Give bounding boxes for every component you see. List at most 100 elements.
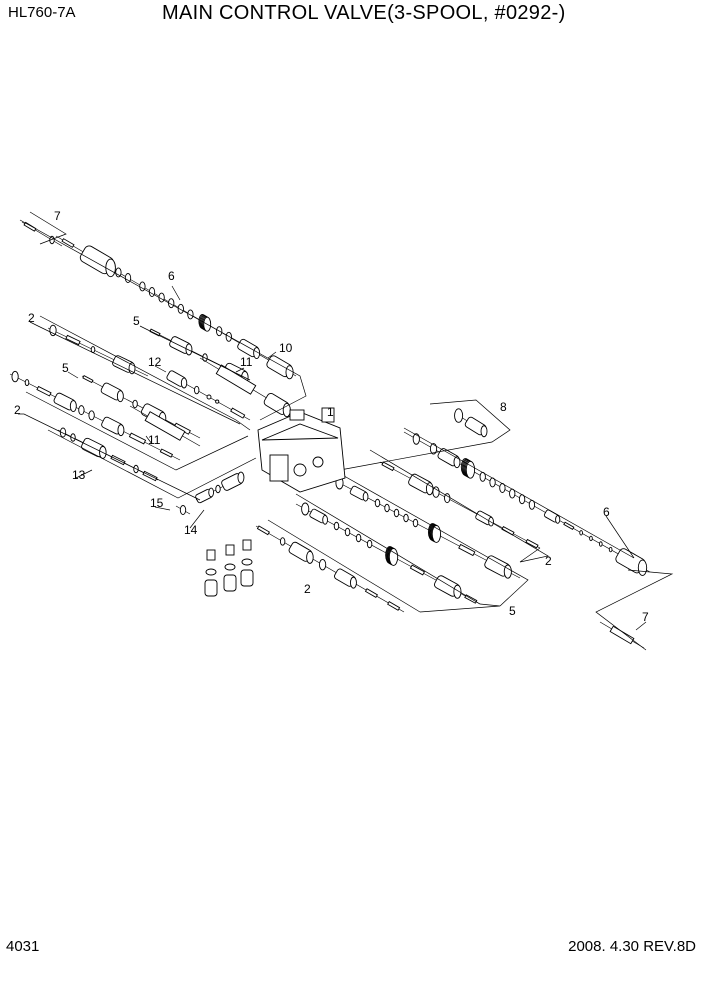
item5-right-upper-cylinder-end: [362, 491, 369, 502]
leader-line: [235, 367, 245, 373]
item5-right-lower-cylinder-end: [322, 514, 328, 525]
fitting-o-ring: [241, 558, 253, 566]
item5-right-lower-spring-coil: [388, 548, 399, 566]
item6-right-cylinder-end: [555, 515, 561, 524]
callout-12: 12: [148, 355, 162, 369]
item6-top-pin: [61, 238, 75, 248]
leader-line: [25, 391, 249, 471]
item6-top-cylinder-end: [285, 365, 294, 380]
item5-middle-pin: [82, 375, 94, 384]
fitting-o-ring: [224, 563, 236, 571]
callout-2-lower: 2: [304, 582, 311, 596]
item8-cylinder-end: [480, 425, 488, 438]
item5-right-lower-o-ring: [355, 533, 362, 543]
item2-lower-o-ring: [319, 559, 327, 571]
item2-right-pin: [381, 461, 395, 472]
callout-14: 14: [184, 523, 198, 537]
item6-top-o-ring: [177, 303, 184, 314]
item13-o-ring: [70, 433, 76, 442]
item6-top-cylinder-end: [253, 347, 261, 359]
item2-right-pin: [501, 526, 515, 536]
item5-right-upper-cylinder-end: [503, 564, 512, 579]
fitting-bolt: [225, 544, 235, 556]
leader-line: [145, 435, 153, 445]
leader-line: [267, 519, 421, 613]
leader-line: [154, 365, 167, 373]
model-number: HL760-7A: [8, 4, 76, 21]
leader-line: [29, 211, 67, 245]
item7-right-pin: [609, 625, 635, 645]
callout-labels: 7 6 2 5 10 12 11 5 2 1 11 13 15 14 8 6 2…: [14, 209, 649, 624]
item6-right-cylinder-end: [637, 559, 648, 576]
valve-body: [257, 407, 346, 493]
item5-right-upper-o-ring: [384, 503, 390, 513]
callout-2-upper: 2: [28, 311, 35, 325]
item13-o-ring: [59, 427, 67, 438]
item12-o-ring: [193, 385, 200, 395]
item6-top-o-ring: [124, 273, 132, 283]
item2-middle-o-ring: [11, 370, 19, 383]
leader-line: [295, 493, 501, 613]
item2-upper-o-ring: [49, 324, 57, 337]
item5-right-upper-o-ring: [374, 498, 381, 508]
item2-middle-pin: [159, 448, 174, 458]
item2-right-pin: [525, 538, 539, 549]
callout-2-right: 2: [545, 554, 552, 568]
item6-right-o-ring: [608, 546, 613, 553]
item5-right-lower-pin: [409, 564, 426, 576]
item6-right-o-ring: [429, 443, 438, 455]
item2-lower-axis: [255, 525, 405, 613]
item5-middle-o-ring: [132, 399, 138, 409]
leader-line: [189, 509, 205, 529]
item11-lower-pin: [144, 411, 186, 441]
leader-line: [29, 321, 241, 425]
item2-right-o-ring: [432, 486, 440, 498]
leader-line: [154, 506, 171, 511]
item2-lower-pin: [387, 601, 401, 611]
item2-right-cylinder-end: [425, 482, 434, 496]
item5-right-upper-pin: [458, 543, 476, 557]
item12-cylinder-end: [180, 377, 188, 389]
item15-o-ring: [179, 505, 187, 515]
callout-6-right: 6: [603, 505, 610, 519]
item2-lower-o-ring: [279, 537, 286, 546]
item5-right-upper-o-ring: [393, 508, 400, 518]
item2-lower-pin: [256, 525, 270, 536]
item2-right-axis: [379, 461, 541, 549]
callout-2-middle: 2: [14, 403, 21, 417]
item6-right-o-ring: [412, 433, 420, 445]
item12-pin: [230, 407, 246, 419]
item6-right-cylinder-end: [453, 456, 461, 469]
callout-10: 10: [279, 341, 293, 355]
callout-8: 8: [500, 400, 507, 414]
item5-right-lower-cylinder-end: [453, 584, 462, 599]
fitting-o-ring: [205, 568, 217, 576]
item11-upper-cylinder-end: [282, 403, 291, 418]
item8-o-ring: [454, 408, 464, 423]
item13-pin: [142, 470, 158, 482]
item6-right-spring-coil: [465, 460, 476, 479]
item2-middle-cylinder-end: [69, 400, 77, 412]
leader-line: [19, 219, 307, 421]
leader-line: [67, 371, 79, 379]
item6-right-o-ring: [589, 535, 593, 542]
page-number: 4031: [6, 938, 40, 955]
leader-line: [329, 467, 529, 607]
item6-top-o-ring: [187, 309, 194, 320]
item6-top-o-ring: [225, 331, 232, 342]
item6-right-pin: [563, 521, 575, 530]
item12-ball: [215, 399, 220, 404]
parts-drawing: [9, 211, 674, 651]
item2-middle-cylinder-end: [117, 424, 125, 437]
item2-upper-pin: [65, 334, 81, 346]
item6-top-o-ring: [115, 267, 122, 278]
item5-right-lower-o-ring: [333, 521, 340, 531]
callout-7-top: 7: [54, 209, 61, 223]
item2-middle-pin: [36, 385, 52, 397]
leader-line: [139, 325, 251, 381]
leader-line: [339, 399, 511, 471]
item5-upper-cylinder-end: [185, 343, 193, 356]
callout-7-right: 7: [642, 610, 649, 624]
item6-right-o-ring: [599, 541, 603, 547]
